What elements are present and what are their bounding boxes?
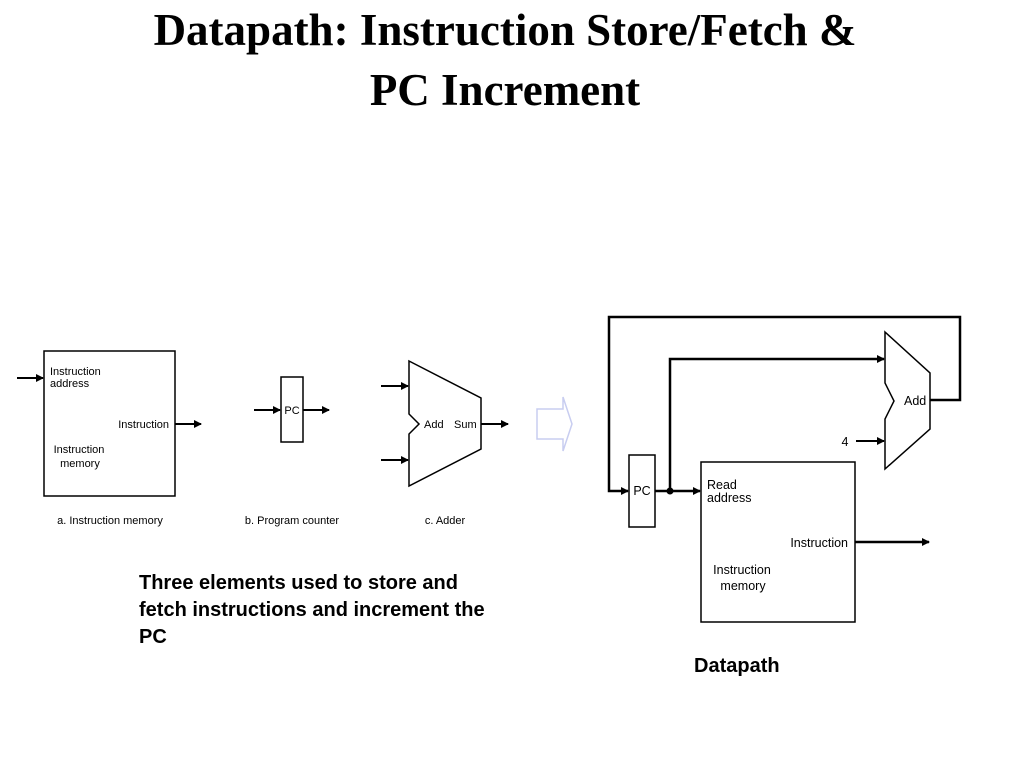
pc-label: PC (284, 405, 299, 417)
adder-add-label: Add (424, 419, 444, 431)
datapath-adder-label: Add (904, 394, 926, 408)
adder-shape (408, 359, 482, 488)
datapath-pc-label: PC (633, 484, 650, 498)
instruction-output-label: Instruction (118, 419, 169, 431)
adder-sum-label: Sum (454, 419, 477, 431)
adder-element: Add Sum c. Adder (381, 359, 509, 527)
constant-four-label: 4 (842, 435, 849, 449)
pc-to-adder-wire (668, 355, 885, 491)
adder-feedback-wire (607, 315, 962, 495)
datapath-diagram: Add PC 4 Read address Instruction Instru… (607, 315, 962, 623)
instruction-memory-name-line2: memory (60, 458, 100, 470)
combine-arrow-icon (536, 396, 573, 452)
adder-caption: c. Adder (425, 515, 466, 527)
instruction-memory-element: Instruction address Instruction Instruct… (17, 350, 202, 527)
instruction-memory-caption: a. Instruction memory (57, 515, 163, 527)
datapath-memory-name-line1: Instruction (713, 563, 771, 577)
program-counter-caption: b. Program counter (245, 515, 339, 527)
slide-title: Datapath: Instruction Store/Fetch & PC I… (0, 0, 1010, 120)
read-address-label-line1: Read (707, 478, 737, 492)
datapath-memory-name-line2: memory (720, 579, 766, 593)
instruction-memory-name-line1: Instruction (54, 444, 105, 456)
slide-title-line1: Datapath: Instruction Store/Fetch & (153, 5, 857, 55)
program-counter-element: PC b. Program counter (245, 376, 339, 527)
datapath-adder-shape (884, 330, 931, 471)
datapath-instruction-output-label: Instruction (790, 536, 848, 550)
read-address-label-line2: address (707, 491, 751, 505)
instruction-address-label-line1: Instruction (50, 366, 101, 378)
slide-title-line2: PC Increment (369, 65, 641, 115)
datapath-caption: Datapath (694, 655, 780, 677)
elements-caption: Three elements used to store and fetch i… (139, 572, 485, 648)
instruction-address-label-line2: address (50, 378, 90, 390)
